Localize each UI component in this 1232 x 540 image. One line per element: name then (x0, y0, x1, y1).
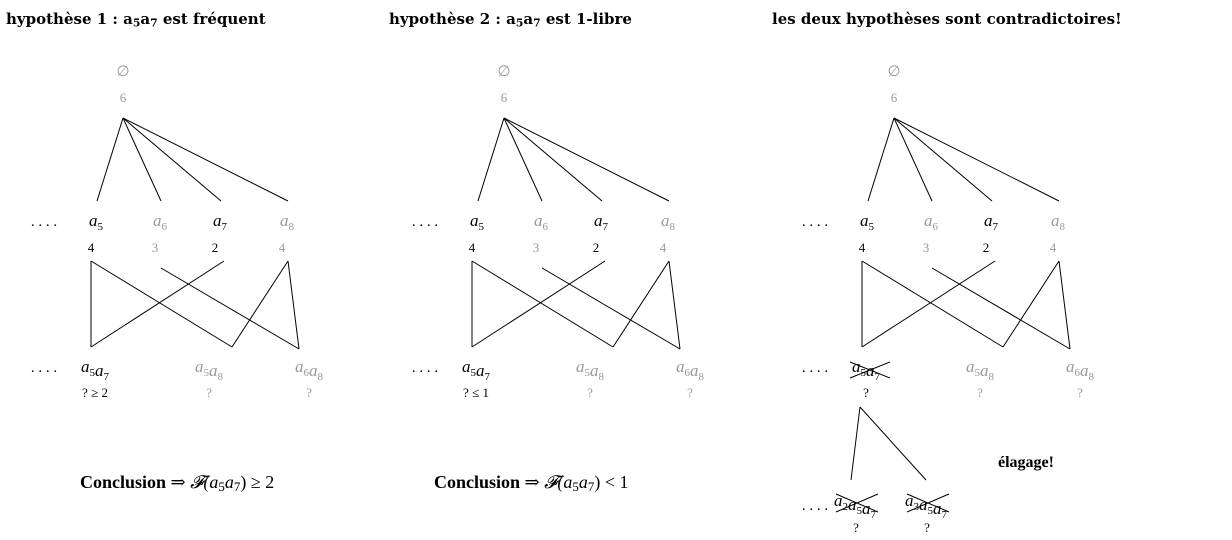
root-empty-set: ∅ (116, 64, 129, 80)
conclusion-2: Conclusion ⇒ 𝓕(a5a7) < 1 (434, 472, 629, 495)
level1-support: 2 (593, 240, 600, 255)
level2-item: a6a8 (676, 357, 705, 383)
edge-root-level1 (122, 117, 162, 202)
level1-item: a7 (984, 211, 999, 233)
edge-a5a7-a2a5a7 (850, 406, 861, 481)
level1-ellipsis: . . . . (31, 214, 57, 230)
level1-support: 3 (533, 240, 540, 255)
edge-root-level1 (503, 117, 603, 202)
level3-support: ? (853, 520, 859, 535)
level1-item: a8 (280, 211, 295, 233)
header-hypothesis-2: hypothèse 2 : a5a7 est 1-libre (389, 10, 632, 30)
level2-item: a5a7 (462, 357, 491, 383)
edge-a8-a6a8 (1058, 260, 1071, 350)
level2-support: ? (206, 385, 212, 400)
level1-item: a7 (594, 211, 609, 233)
level2-item: a6a8 (1066, 357, 1095, 383)
level1-support: 4 (469, 240, 476, 255)
edge-root-level1 (503, 117, 670, 202)
level1-item: a8 (1051, 211, 1066, 233)
level1-item: a5 (860, 211, 875, 233)
level1-item: a6 (924, 211, 939, 233)
level3-support: ? (924, 520, 930, 535)
level2-item: a5a7 (852, 357, 881, 383)
edge-root-level1 (867, 117, 895, 202)
edge-a8-a5a8 (231, 260, 289, 348)
level2-item: a5a8 (576, 357, 605, 383)
edge-a7-a5a7 (861, 260, 996, 348)
edge-a5-a5a8 (861, 260, 1004, 348)
edge-a8-a6a8 (287, 260, 300, 350)
edge-a6-a6a8 (160, 267, 300, 350)
pruning-label: élagage! (998, 454, 1054, 471)
cross-stroke (849, 361, 891, 379)
edge-root-level1 (122, 117, 289, 202)
root-support: 6 (120, 90, 127, 105)
level2-item: a6a8 (295, 357, 324, 383)
level1-item: a5 (89, 211, 104, 233)
level2-ellipsis: . . . . (412, 360, 438, 376)
level1-support: 2 (212, 240, 219, 255)
edge-root-level1 (96, 117, 124, 202)
edge-a5-a5a8 (471, 260, 614, 348)
edge-a7-a5a7 (471, 260, 606, 348)
edge-a8-a5a8 (612, 260, 670, 348)
edge-a8-a5a8 (1002, 260, 1060, 348)
level1-item: a5 (470, 211, 485, 233)
level2-item: a5a7 (81, 357, 110, 383)
level2-support: ? (1077, 385, 1083, 400)
edge-a5a7-a3a5a7 (859, 406, 927, 481)
level2-ellipsis: . . . . (802, 360, 828, 376)
level3-ellipsis: . . . . (802, 498, 828, 514)
level2-item: a5a8 (966, 357, 995, 383)
root-support: 6 (891, 90, 898, 105)
edge-a6-a6a8 (931, 267, 1071, 350)
edge-a6-a6a8 (541, 267, 681, 350)
level2-support: ? (863, 385, 869, 400)
conclusion-1: Conclusion ⇒ 𝓕(a5a7) ≥ 2 (80, 472, 275, 495)
level1-support: 2 (983, 240, 990, 255)
level1-support: 4 (1050, 240, 1057, 255)
level2-ellipsis: . . . . (31, 360, 57, 376)
edge-root-level1 (503, 117, 543, 202)
cross-stroke (835, 493, 879, 513)
level1-item: a6 (534, 211, 549, 233)
level1-support: 3 (152, 240, 159, 255)
level1-support: 4 (660, 240, 667, 255)
level1-item: a7 (213, 211, 228, 233)
header-contradiction: les deux hypothèses sont contradictoires… (772, 10, 1122, 28)
edge-root-level1 (893, 117, 1060, 202)
level1-support: 4 (88, 240, 95, 255)
root-empty-set: ∅ (887, 64, 900, 80)
edge-root-level1 (893, 117, 933, 202)
edge-root-level1 (477, 117, 505, 202)
level1-item: a8 (661, 211, 676, 233)
edge-root-level1 (893, 117, 993, 202)
edge-a8-a6a8 (668, 260, 681, 350)
edge-root-level1 (122, 117, 222, 202)
level2-support: ? (687, 385, 693, 400)
level1-item: a6 (153, 211, 168, 233)
level2-support: ? (306, 385, 312, 400)
level2-support: ? ≤ 1 (463, 385, 489, 400)
root-empty-set: ∅ (497, 64, 510, 80)
level2-support: ? (977, 385, 983, 400)
level1-ellipsis: . . . . (802, 214, 828, 230)
header-hypothesis-1: hypothèse 1 : a5a7 est fréquent (6, 10, 266, 30)
level1-support: 4 (279, 240, 286, 255)
level2-support: ? (587, 385, 593, 400)
edge-a5-a5a8 (90, 260, 233, 348)
cross-stroke (906, 493, 950, 513)
level2-item: a5a8 (195, 357, 224, 383)
level1-support: 3 (923, 240, 930, 255)
level1-ellipsis: . . . . (412, 214, 438, 230)
edge-a7-a5a7 (90, 260, 225, 348)
root-support: 6 (501, 90, 508, 105)
level1-support: 4 (859, 240, 866, 255)
level2-support: ? ≥ 2 (82, 385, 108, 400)
